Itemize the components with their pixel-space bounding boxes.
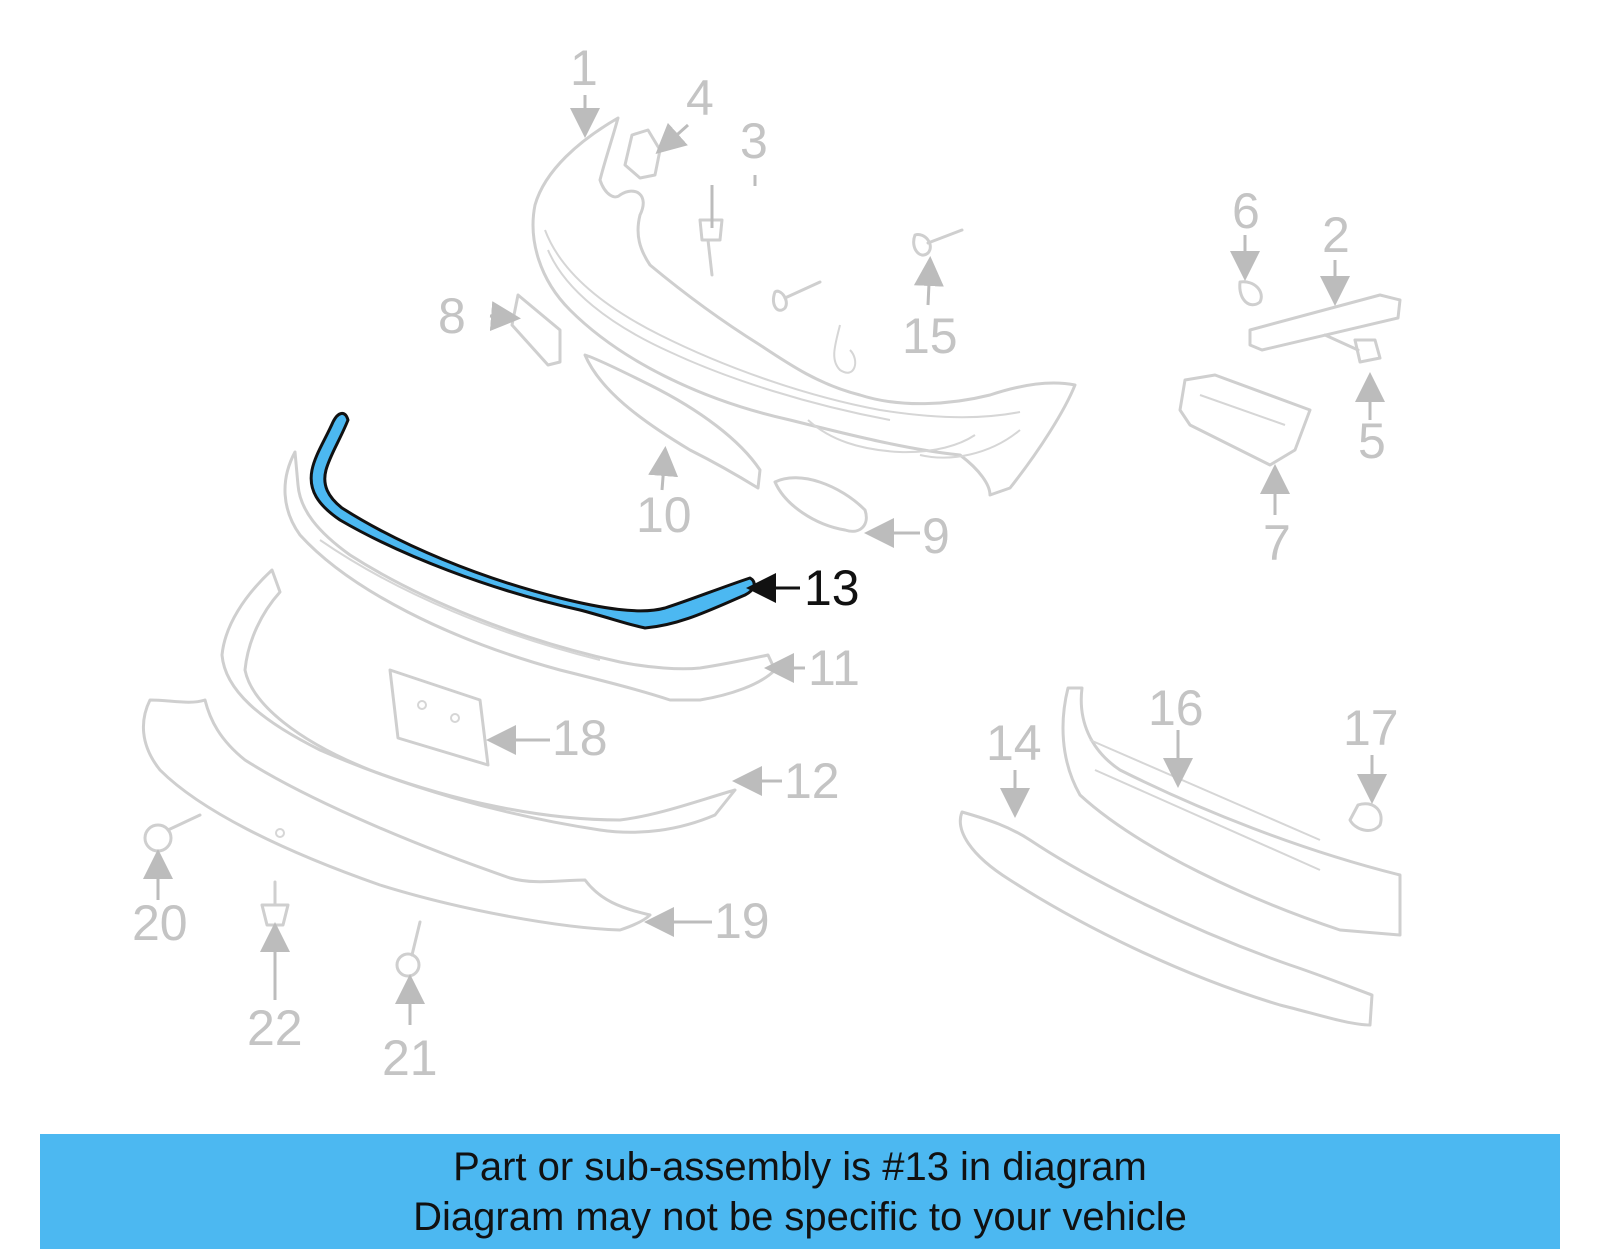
callout-labels: 1 2 3 4 5 6 7 8 9 10 11 12 13 14 15 16 1… (132, 40, 1399, 1086)
callout-14: 14 (986, 715, 1042, 771)
callout-9: 9 (922, 508, 950, 564)
callout-12: 12 (784, 753, 840, 809)
banner-line-2: Diagram may not be specific to your vehi… (413, 1195, 1187, 1239)
callout-18: 18 (552, 710, 608, 766)
screw-part-20 (143, 813, 202, 853)
callout-21: 21 (382, 1030, 438, 1086)
callout-11: 11 (808, 640, 860, 696)
lower-grille-part-10 (583, 353, 762, 490)
caption-banner: Part or sub-assembly is #13 in diagram D… (40, 1134, 1560, 1249)
callout-19: 19 (714, 893, 770, 949)
bolt-part-5 (1323, 333, 1382, 364)
screw-part-3a (698, 218, 724, 277)
callout-7: 7 (1263, 515, 1291, 571)
license-bracket-part-18 (388, 668, 490, 767)
clip-part-4 (623, 128, 662, 180)
reinforcement-beam-part-16 (1061, 686, 1402, 937)
leader-lines (143, 95, 1387, 1025)
callout-6: 6 (1232, 183, 1260, 239)
callout-17: 17 (1343, 700, 1399, 756)
bracket-part-7 (1178, 373, 1312, 467)
callout-22: 22 (247, 1000, 303, 1056)
grille-part-9 (773, 476, 868, 533)
callout-15: 15 (902, 308, 958, 364)
screw-part-21 (395, 920, 422, 978)
callout-16: 16 (1148, 680, 1204, 736)
fastener-part-6 (1238, 280, 1263, 307)
push-pin-part-22 (260, 880, 290, 927)
clip-part-17 (1348, 802, 1383, 832)
callout-3: 3 (740, 113, 768, 169)
callout-2: 2 (1322, 207, 1350, 263)
absorber-part-12 (220, 568, 737, 834)
callout-4: 4 (686, 70, 714, 126)
callout-20: 20 (132, 895, 188, 951)
screw-part-3b (771, 280, 822, 312)
bumper-cover-part (531, 116, 1077, 497)
valance-part-19 (141, 698, 652, 932)
callout-5: 5 (1358, 413, 1386, 469)
callout-10: 10 (636, 487, 692, 543)
callout-13: 13 (804, 560, 860, 616)
screw-part-15 (912, 228, 964, 257)
absorber-part-11 (283, 450, 777, 702)
energy-absorber-part-14 (958, 810, 1374, 1027)
grille-part-8 (510, 293, 562, 367)
banner-line-1: Part or sub-assembly is #13 in diagram (453, 1145, 1147, 1189)
callout-1: 1 (570, 40, 598, 96)
bracket-part-2 (1248, 293, 1402, 352)
callout-8: 8 (438, 288, 466, 344)
absorber-strip-part-13 (309, 412, 756, 630)
